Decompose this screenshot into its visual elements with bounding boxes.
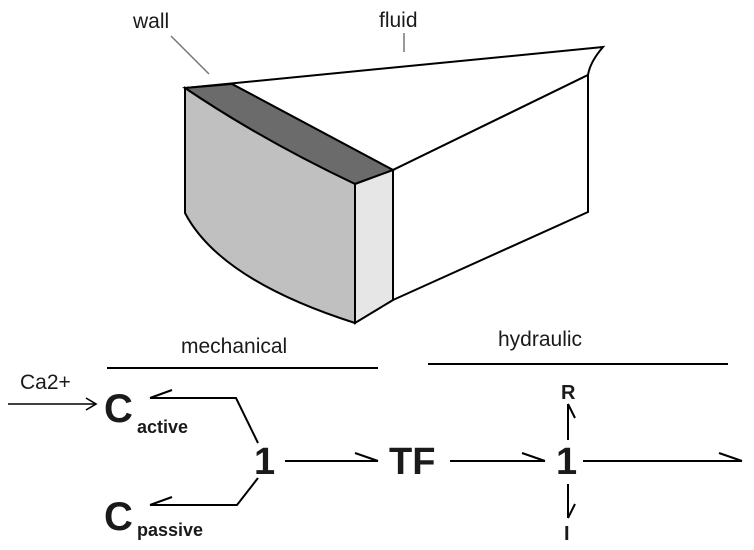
c-active-symbol: C [104, 387, 133, 431]
bond-tf-half-arrow [354, 452, 379, 462]
bond-i-half-arrow [567, 503, 576, 519]
vessel-wedge [182, 45, 606, 325]
wall-label: wall [132, 10, 169, 33]
hydraulic-label: hydraulic [498, 328, 582, 351]
bond-junction-to-c-active [150, 397, 259, 444]
resistor-r: R [561, 382, 576, 404]
c-passive-subscript: passive [137, 520, 203, 540]
wall-end-face [354, 168, 394, 325]
bond-r-half-arrow [567, 403, 576, 419]
fluid-label: fluid [379, 9, 418, 32]
bond-junction-to-c-passive [150, 477, 259, 506]
c-passive-symbol: C [104, 495, 133, 539]
bond-c-active-half-arrow [149, 389, 173, 399]
junction-hydraulic: 1 [556, 441, 577, 483]
calcium-arrowhead [85, 397, 98, 411]
inertia-i: I [564, 523, 570, 545]
bond-c-passive-half-arrow [149, 496, 173, 506]
c-active-subscript: active [137, 417, 188, 437]
junction-mechanical: 1 [254, 441, 275, 483]
bond-output-half-arrow [718, 452, 743, 462]
wall-leader-line [170, 35, 210, 75]
transformer-tf: TF [389, 441, 435, 483]
mechanical-label: mechanical [181, 335, 287, 358]
bond-junction-hydraulic-half-arrow [521, 452, 546, 462]
calcium-label: Ca2+ [20, 371, 71, 394]
